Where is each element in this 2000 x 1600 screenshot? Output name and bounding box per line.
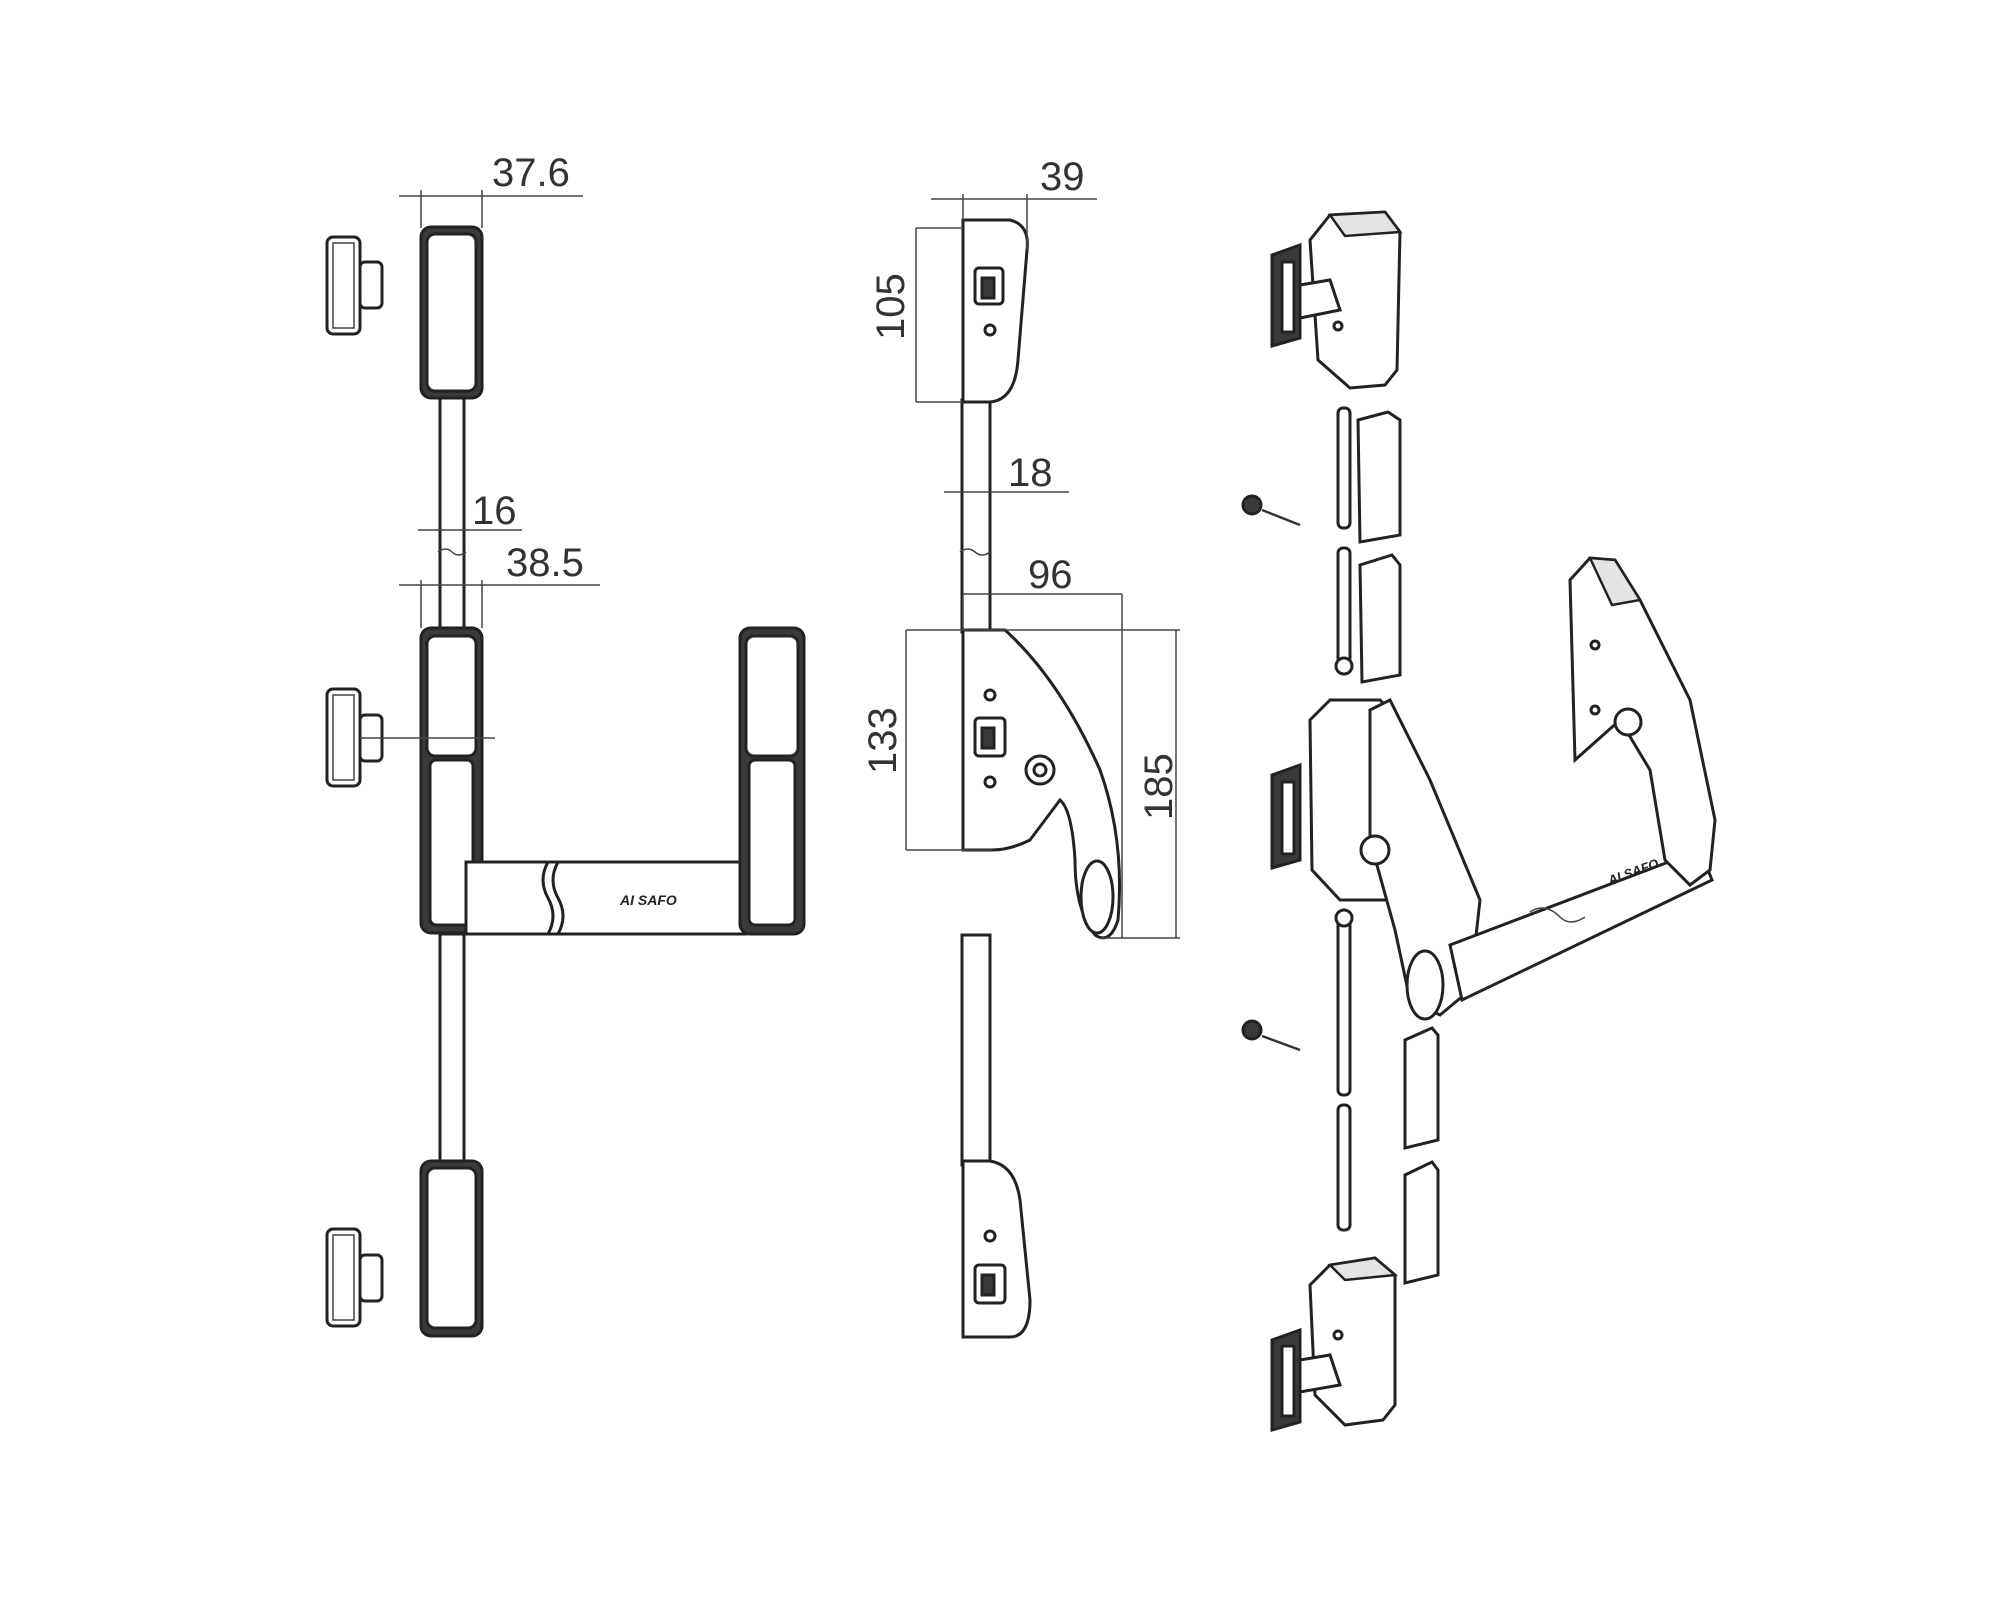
dim-label: 96	[1028, 553, 1073, 597]
top-lock-iso	[1270, 210, 1403, 390]
center-lock-and-bar-iso: AI SAFO	[1270, 556, 1717, 1021]
exploded-view: AI SAFO	[1241, 210, 1717, 1432]
dim-label: 18	[1008, 451, 1053, 495]
dimension-38-5: 38.5	[399, 541, 600, 628]
dim-label: 37.6	[492, 151, 570, 195]
dimension-39: 39	[931, 155, 1097, 250]
logo: AI SAFO	[619, 892, 677, 908]
lower-rod	[960, 933, 992, 1167]
dim-label: 39	[1040, 155, 1085, 199]
push-bar-front: AI SAFO	[464, 626, 806, 936]
front-view: AI SAFO 37.6 16 38.5	[325, 151, 806, 1338]
rod-break-mark	[437, 548, 467, 556]
dimension-105: 105	[869, 227, 963, 403]
dimension-18: 18	[944, 451, 1069, 495]
dimension-133: 133	[861, 629, 1005, 851]
bottom-lock-side	[961, 1159, 1032, 1339]
dim-label: 38.5	[506, 541, 584, 585]
center-lock-side	[961, 628, 1122, 940]
dimension-96: 96	[962, 553, 1123, 938]
dim-label: 105	[869, 273, 913, 340]
bottom-lock-iso	[1270, 1256, 1399, 1432]
svg-text:AI SAFO: AI SAFO	[619, 892, 677, 908]
screw-upper	[1241, 494, 1301, 527]
rod-cover-segments	[1334, 406, 1440, 1285]
bottom-lock-front	[325, 1159, 484, 1338]
screw-lower	[1241, 1019, 1301, 1052]
dim-label: 133	[861, 707, 905, 774]
upper-rod	[960, 398, 992, 634]
dimension-16: 16	[418, 489, 522, 533]
dim-label: 16	[472, 489, 517, 533]
dimension-185: 185	[1005, 629, 1181, 939]
upper-rod	[438, 396, 466, 632]
side-view: 39 105 18 96 133 185	[861, 155, 1181, 1339]
dimension-37-6: 37.6	[399, 151, 583, 228]
center-lock-front	[325, 626, 495, 935]
top-lock-side	[961, 218, 1029, 404]
dim-label: 185	[1137, 753, 1181, 820]
lower-rod	[438, 932, 466, 1164]
top-lock-front	[325, 225, 484, 400]
